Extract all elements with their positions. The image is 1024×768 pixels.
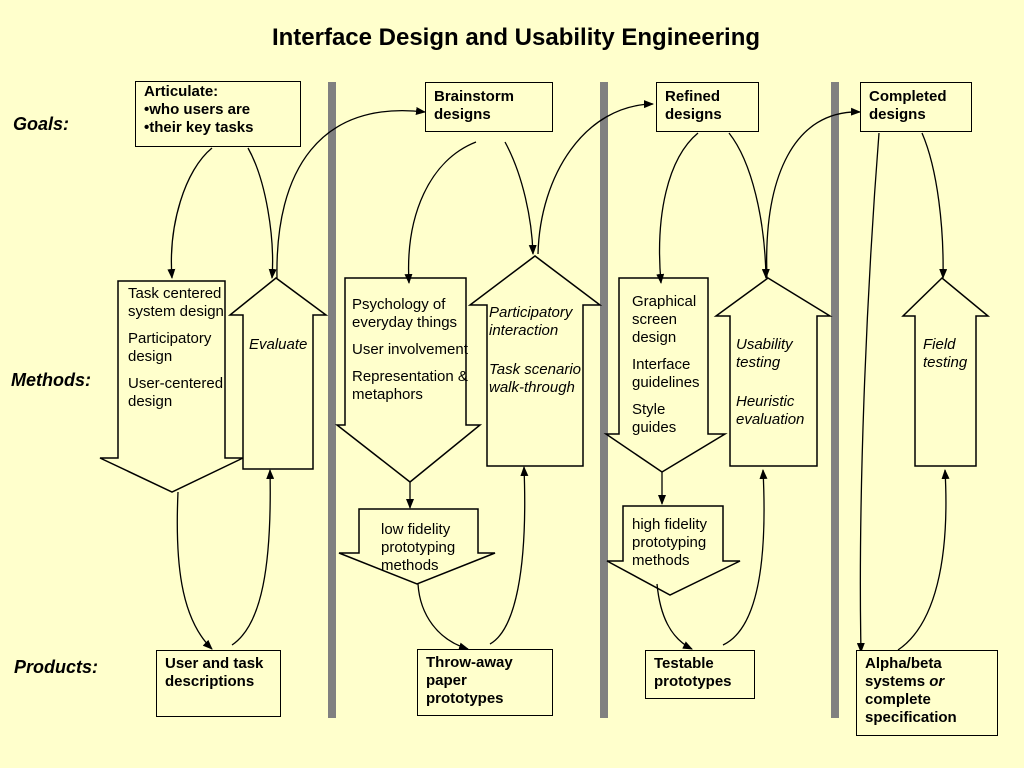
diagram-title: Interface Design and Usability Engineeri… [271, 24, 761, 51]
method-task-centered-list: Task centered system design Participator… [128, 285, 224, 420]
column-divider [831, 82, 839, 718]
row-label-methods: Methods: [11, 370, 91, 390]
row-label-goals: Goals: [13, 114, 70, 134]
product-testable-prototypes: Testable prototypes [645, 650, 755, 699]
flow-curve [722, 469, 768, 646]
flow-curve [504, 141, 537, 255]
method-item: Participatory interaction [489, 304, 573, 339]
up-arrow-shape [227, 277, 329, 470]
flow-curve [856, 132, 880, 653]
method-item: User involvement [352, 341, 468, 358]
flow-curve [489, 466, 529, 645]
product-alpha-text: complete specification [865, 691, 957, 726]
column-divider [600, 82, 608, 718]
method-high-fidelity: high fidelity prototyping methods [632, 516, 708, 569]
method-low-fidelity: low fidelity prototyping methods [381, 521, 456, 574]
method-field-testing: Field testing [923, 336, 968, 371]
down-arrow-shape [99, 280, 244, 493]
goal-completed-designs: Completed designs [860, 82, 972, 132]
product-alpha-beta-systems: Alpha/beta systems or complete specifica… [856, 650, 998, 736]
goal-articulate-line: Articulate: [144, 83, 219, 100]
column-divider [328, 82, 336, 718]
flow-curve [247, 147, 277, 279]
method-graphical-list: Graphical screen design Interface guidel… [632, 293, 712, 446]
up-arrow-shape [713, 277, 833, 467]
method-item: Usability testing [736, 336, 793, 371]
flow-curve [656, 583, 693, 650]
goal-articulate: Articulate: •who users are •their key ta… [135, 81, 301, 147]
flow-curve [766, 107, 861, 279]
down-arrow-shape [338, 508, 496, 585]
method-item: Task centered system design [128, 285, 224, 320]
method-item: Task scenario walk-through [489, 361, 581, 396]
goal-articulate-line: •their key tasks [144, 119, 254, 136]
flow-curve [417, 583, 469, 651]
flow-curve [537, 100, 654, 255]
row-label-products: Products: [14, 657, 99, 677]
goal-refined-designs: Refined designs [656, 82, 759, 132]
method-item: Interface guidelines [632, 356, 700, 391]
flow-curve [728, 132, 770, 279]
flow-curve [897, 469, 950, 651]
method-item: Psychology of everyday things [352, 296, 458, 331]
method-psychology-list: Psychology of everyday things User invol… [352, 296, 470, 413]
goal-brainstorm-designs: Brainstorm designs [425, 82, 553, 132]
method-item: Graphical screen design [632, 293, 697, 346]
flow-curve [167, 147, 213, 279]
method-evaluate: Evaluate [249, 336, 308, 353]
method-item: Representation & metaphors [352, 368, 468, 403]
up-arrow-shape [901, 276, 991, 467]
down-arrow-shape [334, 277, 483, 483]
down-arrow-shape [606, 505, 741, 596]
flow-curve [656, 132, 699, 284]
method-item: Heuristic evaluation [736, 393, 805, 428]
flow-curve [276, 107, 426, 279]
product-user-task-descriptions: User and task descriptions [156, 650, 281, 717]
flow-curve [231, 469, 275, 646]
product-alpha-or: or [929, 673, 945, 690]
method-usability-list: Usability testing Heuristic evaluation [736, 336, 820, 429]
up-arrow-shape [467, 255, 603, 467]
flow-curve [404, 141, 477, 284]
flow-curve [921, 132, 948, 279]
down-arrow-shape [603, 277, 728, 473]
product-alpha-text: Alpha/beta systems [865, 655, 942, 690]
flow-curve [176, 491, 213, 650]
method-item: Style guides [632, 401, 677, 436]
product-throwaway-prototypes: Throw-away paper prototypes [417, 649, 553, 716]
method-participatory-list: Participatory interaction Task scenario … [489, 304, 585, 397]
method-item: User-centered design [128, 375, 224, 410]
method-item: Participatory design [128, 330, 212, 365]
goal-articulate-line: •who users are [144, 101, 251, 118]
